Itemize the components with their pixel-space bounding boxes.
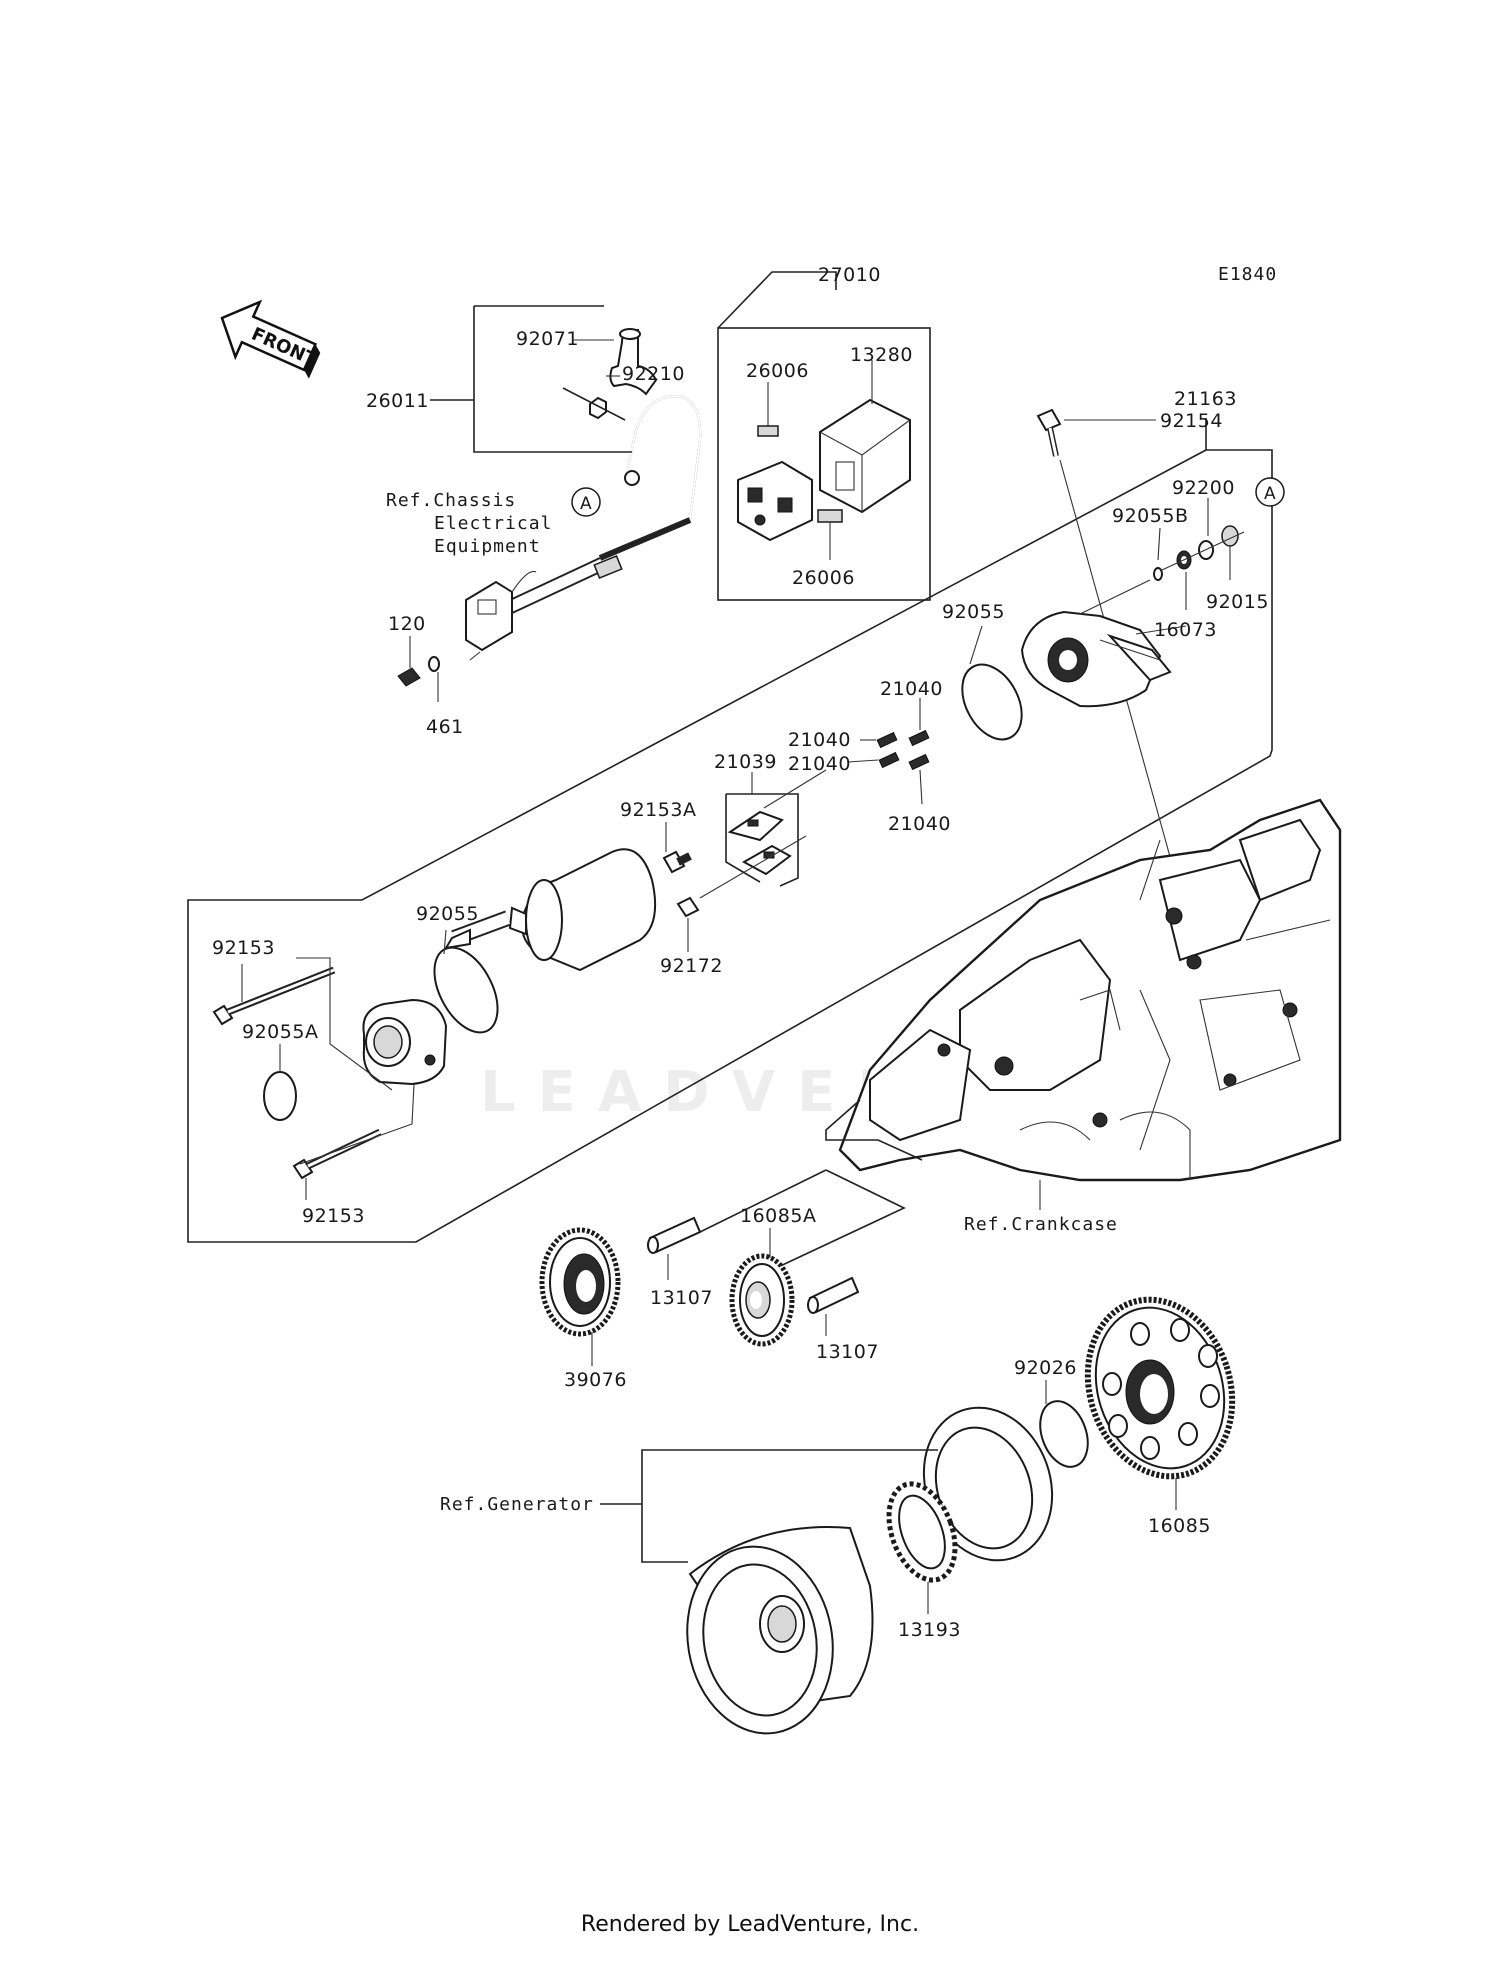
fuse-top [757,425,779,437]
ref-crankcase: Ref.Crankcase [964,1214,1118,1235]
o-ring-92055a [263,1071,297,1121]
label-13193: 13193 [898,1619,961,1641]
terminal-cap [609,328,658,396]
ref-chassis-line2: Electrical [434,513,552,534]
starter-cable [479,394,702,629]
shaft-13107-a [647,1216,702,1254]
front-arrow-icon: FRONT [220,299,321,379]
label-92015: 92015 [1206,591,1269,613]
label-16085: 16085 [1148,1515,1211,1537]
fuse-bottom [817,509,843,523]
long-bolt-92153-lower [292,1128,382,1180]
label-92055A: 92055A [242,1021,318,1043]
label-92153A: 92153A [620,799,696,821]
washer-461 [428,656,440,672]
one-way-clutch-13193 [886,1481,958,1583]
relay-cover [819,398,911,514]
front-cover [362,998,448,1086]
label-92153-upper: 92153 [212,937,275,959]
label-92153-lower: 92153 [302,1205,365,1227]
shaft-13107-b [807,1276,860,1314]
washer-92026 [1039,1400,1089,1468]
svg-text:A: A [1264,484,1276,504]
label-92200: 92200 [1172,477,1235,499]
nut-92210 [589,396,607,420]
label-26011: 26011 [366,390,429,412]
label-92055-top: 92055 [942,601,1005,623]
label-13107-a: 13107 [650,1287,713,1309]
label-120: 120 [388,613,426,635]
bolt-92154 [1036,408,1062,457]
label-92210: 92210 [622,363,685,385]
o-ring-92055-top [961,663,1023,741]
gear-39076 [539,1227,621,1337]
bolt-92153a [662,850,692,874]
starter-gear-16085 [1084,1296,1236,1480]
ref-generator: Ref.Generator [440,1494,594,1515]
label-26006-top: 26006 [746,360,809,382]
crankcase [838,798,1342,1182]
label-92026: 92026 [1014,1357,1077,1379]
chassis-connector [465,570,537,652]
armature-yoke [444,848,657,972]
ref-chassis-line1: Ref.Chassis [386,490,516,511]
label-13107-b: 13107 [816,1341,879,1363]
label-21040-a: 21040 [880,678,943,700]
ref-chassis-line3: Equipment [434,536,541,557]
label-21039: 21039 [714,751,777,773]
brush-set [876,729,930,771]
label-461: 461 [426,716,464,738]
label-92071: 92071 [516,328,579,350]
callout-a-right: A [1255,477,1285,507]
label-21163: 21163 [1174,388,1237,410]
label-26006-bottom: 26006 [792,567,855,589]
label-13280: 13280 [850,344,913,366]
label-21040-b: 21040 [788,729,851,751]
bolt-120 [397,667,421,687]
label-16073: 16073 [1154,619,1217,641]
seal-92055b [1153,567,1163,581]
svg-text:A: A [580,494,592,514]
gear-16085a [729,1253,795,1347]
label-92172: 92172 [660,955,723,977]
clutch-housing [922,1406,1054,1562]
starter-relay [737,460,813,542]
label-16085A: 16085A [740,1205,816,1227]
screw-92172 [676,896,700,918]
label-92154: 92154 [1160,410,1223,432]
label-21040-c: 21040 [788,753,851,775]
brush-holder [727,810,792,876]
label-39076: 39076 [564,1369,627,1391]
generator-rotor [686,1525,874,1735]
end-cover [1020,610,1172,708]
label-27010: 27010 [818,264,881,286]
long-bolt-92153-upper [212,966,336,1026]
footer-credit: Rendered by LeadVenture, Inc. [580,1912,920,1937]
callout-a-left: A [571,487,601,517]
relay-group-box [717,327,931,601]
label-92055-mid: 92055 [416,903,479,925]
diagram-code: E1840 [1218,264,1277,285]
label-21040-d: 21040 [888,813,951,835]
label-92055B: 92055B [1112,505,1188,527]
